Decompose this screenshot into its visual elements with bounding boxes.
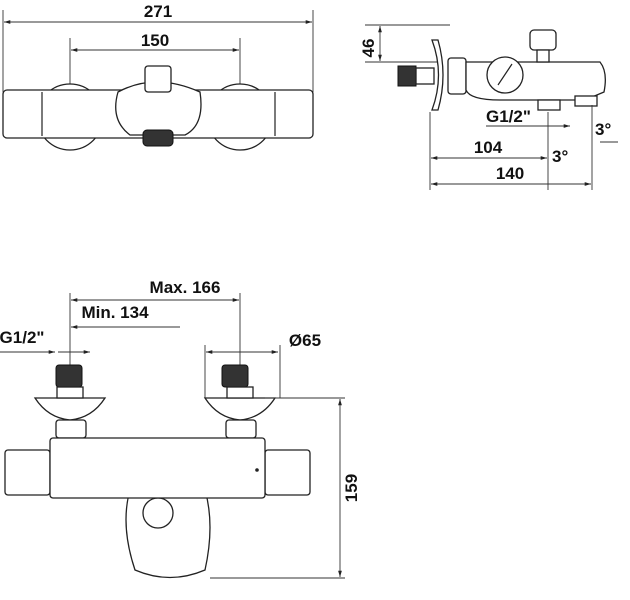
dimension-140-label: 140 (496, 164, 524, 183)
max-166-label: Max. 166 (150, 278, 221, 297)
angle-top-label: 3° (595, 120, 611, 139)
front-view-top: 271 150 (2, 2, 314, 151)
inlet-thread (397, 65, 417, 87)
diameter-65-label: Ø65 (289, 331, 321, 350)
thread-label-bottom: G1/2" (0, 328, 44, 347)
angle-bottom-label: 3° (552, 147, 568, 166)
diverter-knob-side (529, 29, 557, 51)
mixer-body-bottom (49, 437, 266, 499)
front-view-bottom: Max. 166 Min. 134 G1/2" Ø65 (0, 278, 361, 579)
dimension-104-label: 104 (474, 138, 503, 157)
min-134-label: Min. 134 (81, 303, 149, 322)
thread-label: G1/2" (486, 107, 531, 126)
dimension-159-label: 159 (342, 474, 361, 502)
dimension-271-label: 271 (144, 2, 172, 21)
side-body (465, 61, 606, 101)
dimension-46-label: 46 (359, 39, 378, 58)
left-eccentric (33, 364, 107, 439)
dimension-150-label: 150 (141, 31, 169, 50)
diverter-knob (144, 65, 172, 93)
outlet (142, 129, 174, 147)
side-view: 46 G1/2" 3° 3° 104 140 (359, 24, 618, 190)
rosette (431, 39, 444, 111)
right-eccentric (203, 364, 277, 439)
